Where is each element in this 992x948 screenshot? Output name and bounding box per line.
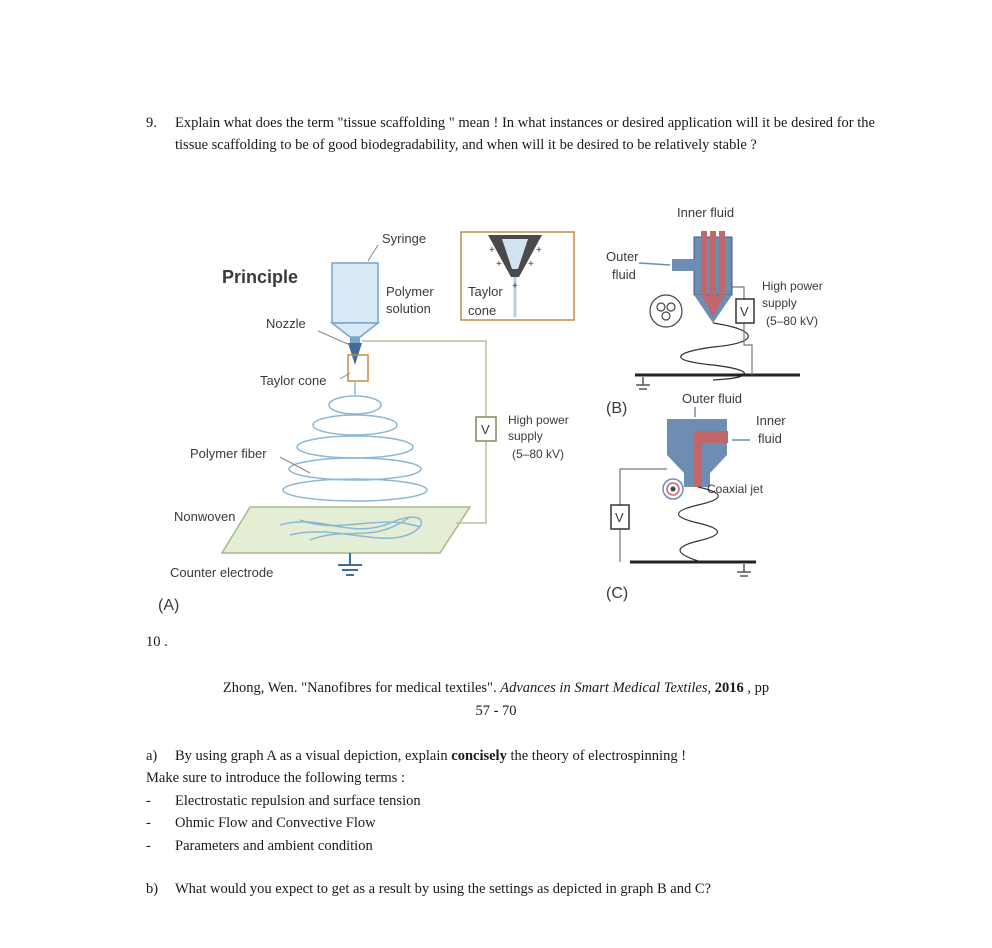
question-9-text: Explain what does the term "tissue scaff… [175, 115, 875, 153]
inner-label-c-2: fluid [758, 431, 782, 446]
bullet-mark: - [146, 815, 151, 831]
supply-b-line-3: (5–80 kV) [766, 314, 818, 328]
polymer-solution-label-1: Polymer [386, 284, 434, 299]
taylor-cone-label: Taylor cone [260, 373, 326, 388]
inset-taylor-label: Taylor [468, 284, 503, 299]
nozzle-label: Nozzle [266, 316, 306, 331]
counter-electrode-label: Counter electrode [170, 565, 273, 580]
bullet-item: Electrostatic repulsion and surface tens… [175, 793, 421, 809]
polymer-fiber-label: Polymer fiber [190, 446, 267, 461]
bullet-mark: - [146, 838, 151, 854]
outer-label-b-1: Outer [606, 249, 639, 264]
supply-b-line-2: supply [762, 296, 797, 310]
polymer-solution-label-2: solution [386, 301, 431, 316]
citation-author-title: Zhong, Wen. "Nanofibres for medical text… [222, 680, 501, 696]
panel-b-label: (B) [606, 400, 627, 417]
cross-section-c [662, 478, 684, 500]
cross-section-b [649, 294, 683, 328]
outer-label-b-2: fluid [612, 267, 636, 282]
citation-year: 2016 [714, 680, 744, 696]
ground-symbol-c [737, 564, 751, 577]
svg-text:+: + [512, 281, 518, 292]
principle-title: Principle [222, 267, 298, 287]
syringe-label: Syringe [382, 231, 426, 246]
supply-a-line-3: (5–80 kV) [512, 447, 564, 461]
counter-electrode [220, 506, 472, 554]
electrospinning-figure: Principle (A) Syringe Polymer solution N… [158, 205, 823, 614]
voltmeter-c-label: V [615, 510, 624, 525]
coaxial-nozzle-b [672, 231, 733, 323]
svg-text:+: + [489, 245, 495, 256]
outer-fluid-label-c: Outer fluid [682, 391, 742, 406]
bullet-mark: - [146, 793, 151, 809]
question-a-bold: concisely [451, 748, 507, 764]
inner-fluid-label-b: Inner fluid [677, 205, 734, 220]
bullet-item: Parameters and ambient condition [175, 838, 373, 854]
supply-a-line-1: High power [508, 413, 569, 427]
svg-text:+: + [496, 259, 502, 270]
citation: Zhong, Wen. "Nanofibres for medical text… [0, 677, 992, 699]
ground-symbol-a [338, 553, 362, 576]
voltmeter-b [735, 298, 755, 324]
ground-symbol-b [636, 377, 650, 390]
polymer-fiber-spiral [282, 381, 428, 502]
voltmeter-a [475, 416, 497, 442]
citation-pages: 57 - 70 [475, 703, 517, 719]
inner-label-c-1: Inner [756, 413, 786, 428]
bullet-item: Ohmic Flow and Convective Flow [175, 815, 376, 831]
question-a-marker: a) [146, 748, 158, 764]
citation-pp: , pp [743, 680, 770, 696]
coaxial-jet-label: Coaxial jet [707, 482, 764, 496]
supply-a-line-2: supply [508, 429, 543, 443]
citation-separator: , [707, 680, 715, 696]
question-a-text: By using graph A as a visual depiction, … [175, 745, 875, 767]
taylor-cone-inset: + + + + + [460, 231, 575, 321]
citation-source: Advances in Smart Medical Textiles [500, 680, 708, 696]
voltmeter-c [610, 504, 630, 530]
supply-b-line-1: High power [762, 279, 823, 293]
coaxial-nozzle-c [667, 419, 728, 487]
panel-c-label: (C) [606, 585, 628, 602]
question-a-text-after: the theory of electrospinning ! [506, 748, 687, 764]
svg-text:+: + [528, 259, 534, 270]
svg-text:+: + [536, 245, 542, 256]
question-a-line2: Make sure to introduce the following ter… [146, 770, 405, 786]
nonwoven-label: Nonwoven [174, 509, 235, 524]
question-b-text: What would you expect to get as a result… [175, 881, 711, 897]
question-10-number: 10 . [146, 634, 168, 650]
syringe [329, 262, 381, 365]
question-b-marker: b) [146, 881, 159, 897]
panel-a-label: (A) [158, 597, 179, 614]
voltmeter-b-label: V [740, 304, 749, 319]
question-a-text-before: By using graph A as a visual depiction, … [175, 748, 452, 764]
inset-cone-label: cone [468, 303, 496, 318]
voltmeter-a-label: V [481, 422, 490, 437]
question-9-number: 9. [146, 115, 157, 131]
